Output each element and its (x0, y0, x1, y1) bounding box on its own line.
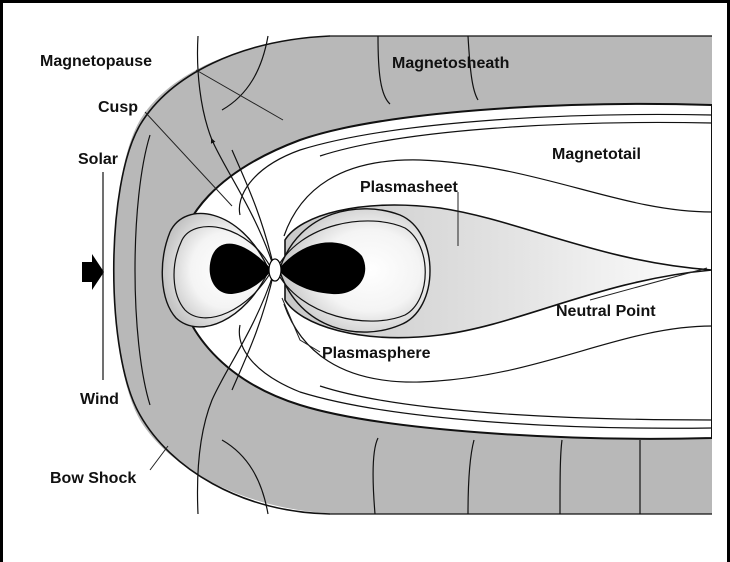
label-bow-shock: Bow Shock (50, 470, 136, 487)
bow-shock-pointer (150, 446, 168, 470)
label-plasmasphere: Plasmasphere (322, 345, 431, 362)
label-magnetotail: Magnetotail (552, 146, 641, 163)
planet-earth (269, 259, 281, 281)
label-magnetopause: Magnetopause (40, 53, 152, 70)
label-magnetosheath: Magnetosheath (392, 55, 509, 72)
label-cusp: Cusp (98, 99, 138, 116)
label-neutral-point: Neutral Point (556, 303, 656, 320)
label-wind: Wind (80, 391, 119, 408)
solar-wind-arrow (82, 254, 104, 290)
label-solar: Solar (78, 151, 118, 168)
label-plasmasheet: Plasmasheet (360, 179, 459, 196)
